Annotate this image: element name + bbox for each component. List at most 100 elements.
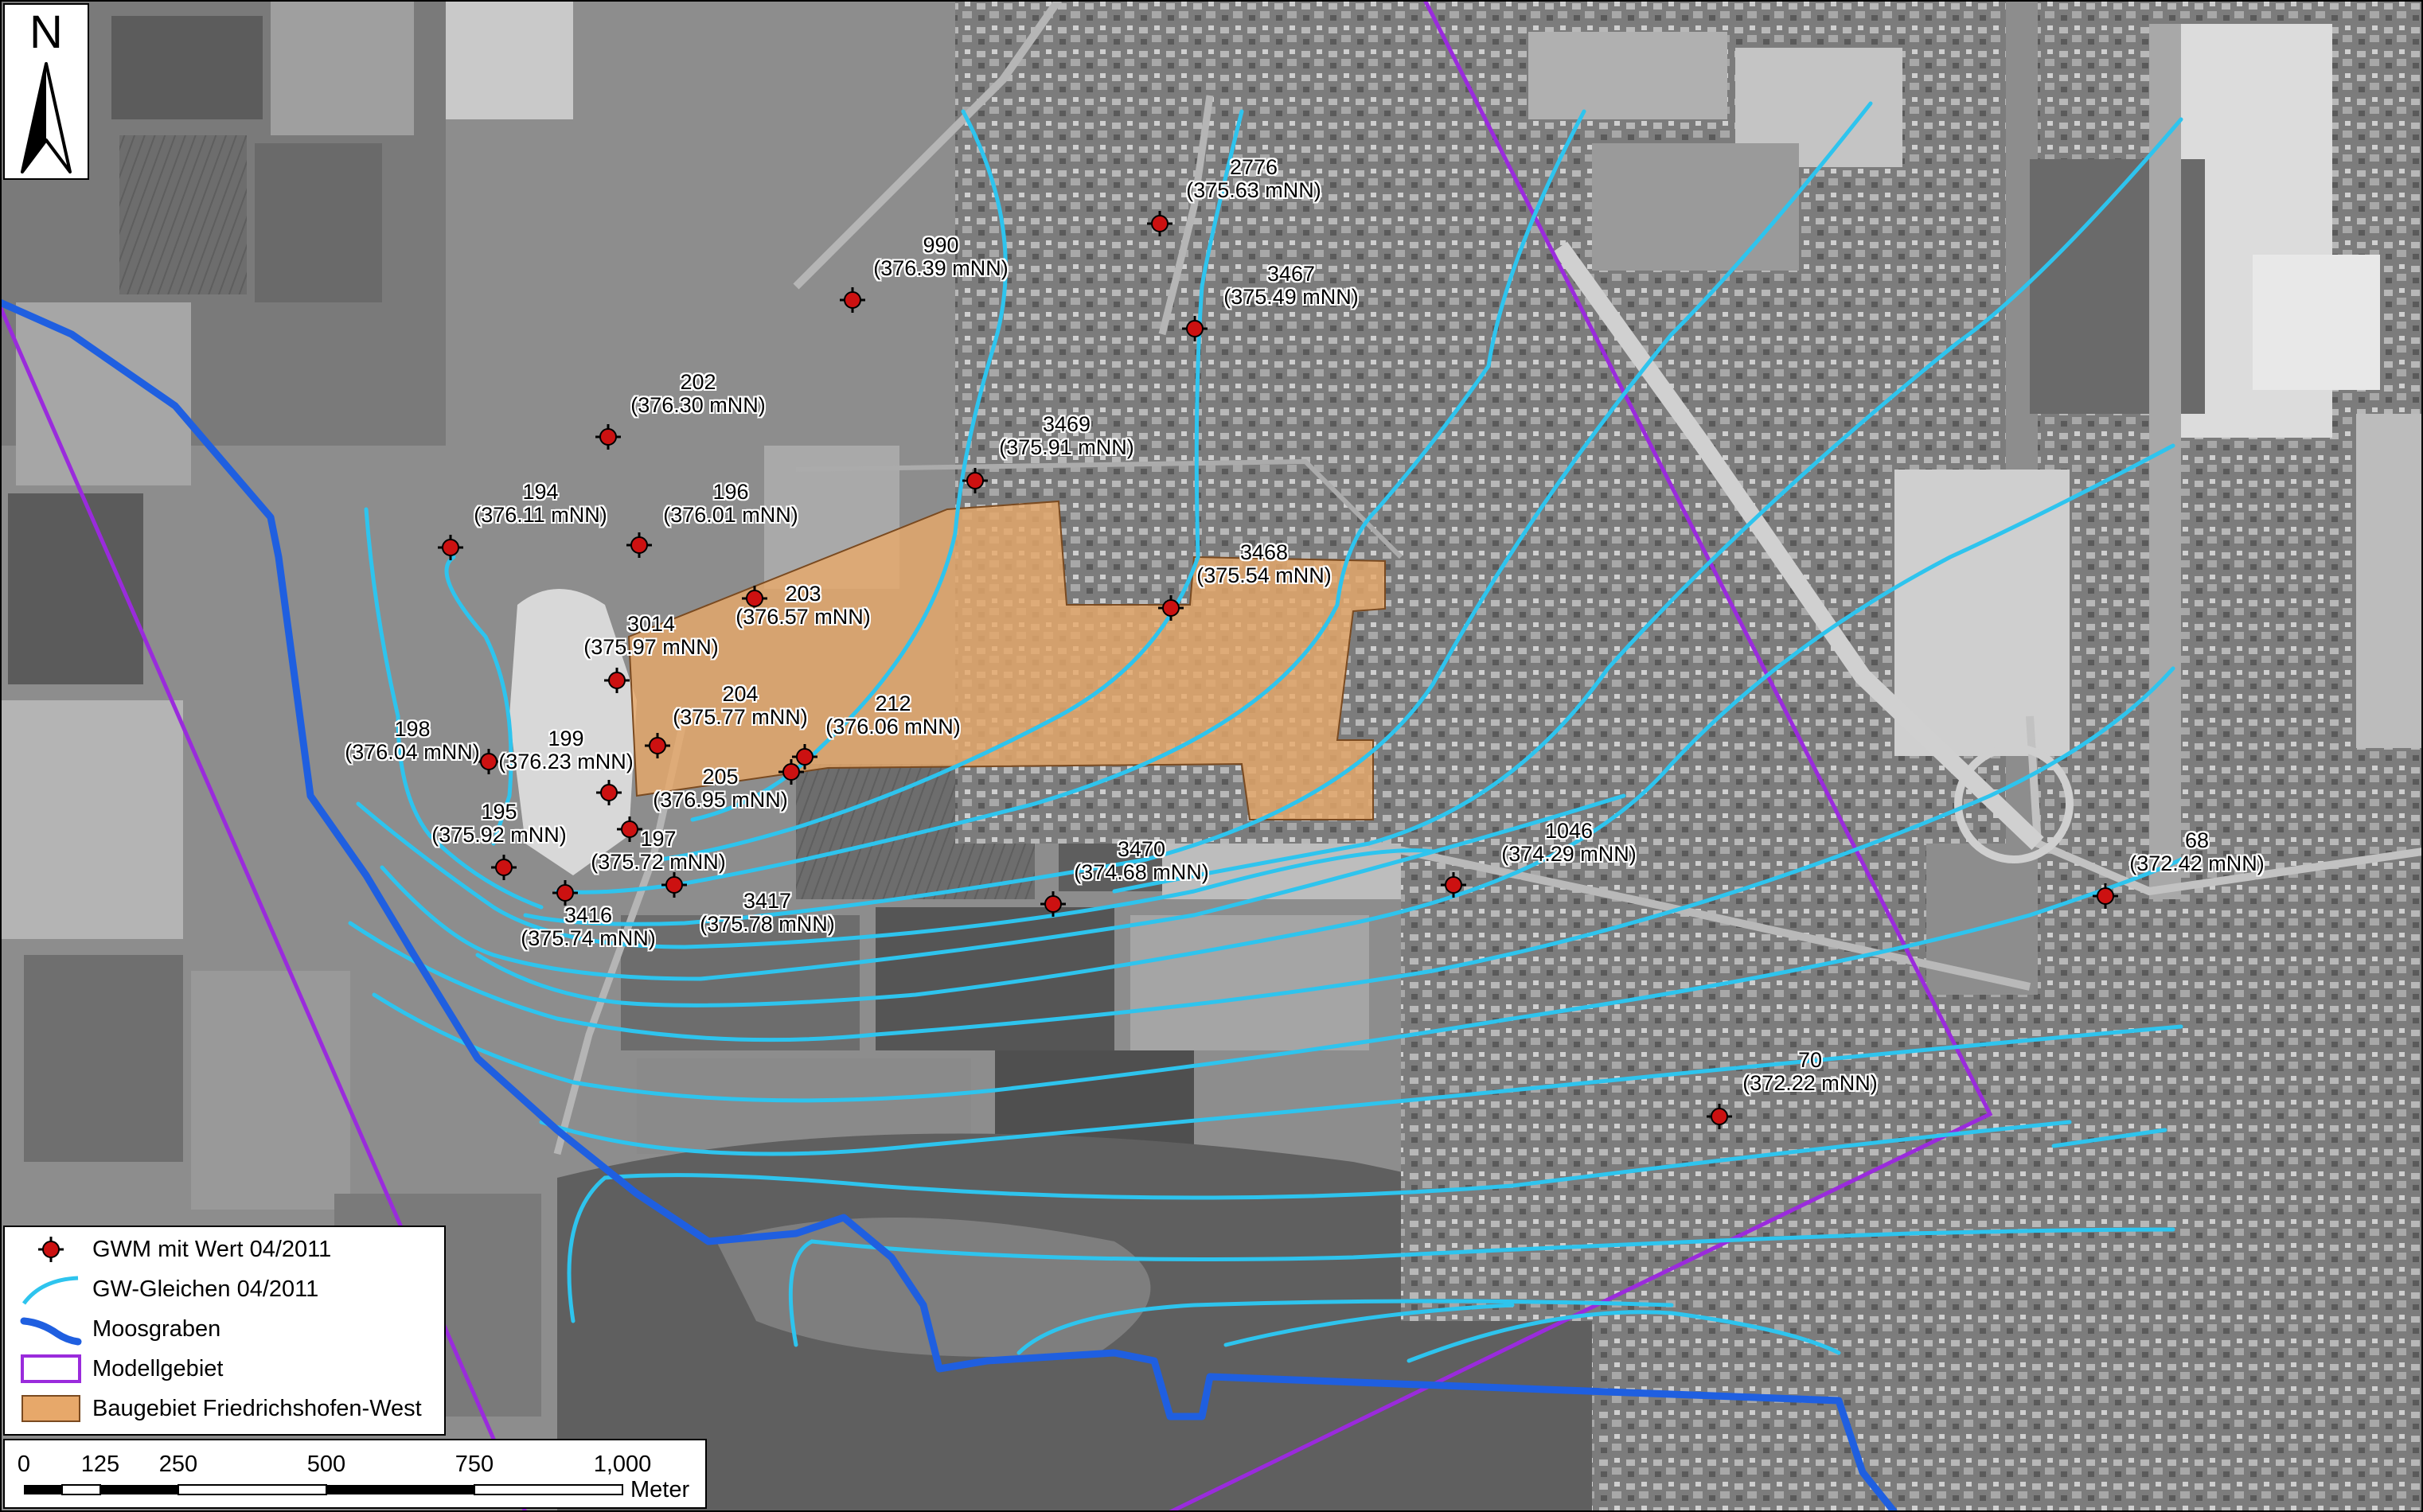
scale-bar: 0 125 250 500 750 1,000 Meter [3, 1439, 707, 1509]
contour-line-icon [21, 1276, 79, 1305]
well-id: 2776 [1229, 155, 1278, 179]
legend-item-construction: Baugebiet Friedrichshofen-West [5, 1389, 444, 1428]
well-marker-icon[interactable] [595, 424, 621, 450]
well-marker-icon[interactable] [792, 744, 817, 770]
well-value: (375.54 mNN) [1196, 563, 1332, 587]
well-marker-icon[interactable] [1182, 316, 1208, 341]
well-label: 3014(375.97 mNN) [583, 613, 719, 659]
well-marker-icon[interactable] [617, 816, 642, 842]
well-label: 205(376.95 mNN) [653, 766, 788, 812]
well-value: (375.92 mNN) [431, 823, 567, 847]
well-id: 205 [702, 765, 739, 789]
well-marker-icon[interactable] [661, 872, 687, 898]
well-value: (376.23 mNN) [498, 750, 634, 774]
well-label: 3416(375.74 mNN) [521, 904, 656, 950]
well-id: 198 [394, 717, 431, 741]
well-label: 3417(375.78 mNN) [700, 890, 835, 936]
scale-tick-1000: 1,000 [593, 1452, 652, 1477]
model-area-icon [21, 1354, 81, 1383]
construction-area-icon [21, 1395, 80, 1422]
well-value: (375.91 mNN) [999, 435, 1134, 459]
well-marker-icon[interactable] [742, 586, 767, 611]
legend-item-wells: GWM mit Wert 04/2011 [5, 1230, 444, 1268]
scale-tick-500: 500 [306, 1452, 346, 1477]
legend-item-model-area: Modellgebiet [5, 1350, 444, 1388]
well-label: 194(376.11 mNN) [474, 481, 607, 527]
well-label: 1046(374.29 mNN) [1501, 820, 1637, 866]
well-marker-icon[interactable] [476, 749, 501, 774]
well-value: (375.72 mNN) [591, 850, 726, 874]
well-marker-icon[interactable] [491, 855, 517, 880]
well-marker-icon[interactable] [1147, 211, 1172, 236]
scale-tick-250: 250 [158, 1452, 198, 1477]
well-label: 990(376.39 mNN) [873, 234, 1009, 280]
scale-unit: Meter [630, 1477, 690, 1502]
well-label: 2776(375.63 mNN) [1186, 156, 1321, 202]
well-value: (372.22 mNN) [1742, 1071, 1878, 1095]
well-label: 197(375.72 mNN) [591, 828, 726, 874]
well-marker-icon[interactable] [962, 468, 988, 493]
well-id: 3468 [1239, 540, 1289, 564]
well-id: 212 [875, 692, 911, 715]
well-value: (376.39 mNN) [873, 256, 1009, 280]
well-value: (376.95 mNN) [653, 788, 788, 812]
well-label: 70(372.22 mNN) [1742, 1049, 1878, 1095]
contour-lines [348, 101, 2183, 1363]
well-id: 199 [548, 727, 584, 750]
scale-tick-0: 0 [17, 1452, 31, 1477]
well-label: 202(376.30 mNN) [630, 371, 766, 417]
well-value: (375.78 mNN) [700, 912, 835, 936]
well-marker-icon[interactable] [1441, 872, 1466, 898]
well-marker-icon[interactable] [438, 535, 463, 560]
well-marker-icon [38, 1237, 64, 1262]
well-label: 196(376.01 mNN) [663, 481, 798, 527]
legend-label-construction: Baugebiet Friedrichshofen-West [92, 1396, 422, 1421]
well-id: 3467 [1266, 262, 1316, 286]
well-id: 3416 [564, 903, 613, 927]
well-id: 202 [680, 370, 716, 394]
well-value: (376.11 mNN) [474, 503, 607, 527]
stream-line-icon [20, 1317, 82, 1346]
well-value: (376.30 mNN) [630, 393, 766, 417]
well-label: 195(375.92 mNN) [431, 801, 567, 847]
well-marker-icon[interactable] [840, 287, 865, 313]
well-id: 3014 [626, 612, 676, 636]
well-value: (376.06 mNN) [825, 715, 961, 738]
well-label: 3469(375.91 mNN) [999, 413, 1134, 459]
well-id: 70 [1797, 1048, 1823, 1072]
legend-label-model-area: Modellgebiet [92, 1356, 224, 1381]
scale-tick-125: 125 [80, 1452, 120, 1477]
well-marker-icon[interactable] [1040, 891, 1066, 917]
well-label: 203(376.57 mNN) [735, 583, 871, 629]
well-marker-icon[interactable] [645, 733, 670, 758]
north-arrow: N [3, 3, 89, 180]
well-marker-icon[interactable] [778, 759, 804, 785]
legend-label-contours: GW-Gleichen 04/2011 [92, 1276, 319, 1302]
well-marker-icon[interactable] [2093, 883, 2118, 909]
well-label: 198(376.04 mNN) [345, 718, 480, 764]
well-marker-icon[interactable] [604, 668, 630, 693]
well-marker-icon[interactable] [1158, 595, 1184, 621]
well-label: 199(376.23 mNN) [498, 727, 634, 774]
well-id: 194 [522, 480, 559, 504]
legend: GWM mit Wert 04/2011 GW-Gleichen 04/2011… [3, 1226, 446, 1436]
well-marker-icon[interactable] [552, 880, 578, 906]
well-value: (372.42 mNN) [2129, 851, 2265, 875]
well-value: (375.49 mNN) [1223, 285, 1359, 309]
well-id: 68 [2184, 828, 2210, 852]
well-value: (375.63 mNN) [1186, 178, 1321, 202]
well-value: (376.01 mNN) [663, 503, 798, 527]
scale-tick-750: 750 [455, 1452, 494, 1477]
north-letter: N [29, 6, 63, 58]
well-id: 3417 [743, 889, 792, 913]
well-label: 3468(375.54 mNN) [1196, 541, 1332, 587]
well-value: (375.97 mNN) [583, 635, 719, 659]
well-marker-icon[interactable] [596, 780, 622, 805]
well-marker-icon[interactable] [1707, 1104, 1732, 1129]
well-id: 3469 [1042, 412, 1091, 436]
well-marker-icon[interactable] [626, 532, 652, 558]
moosgraben-stream [0, 298, 1898, 1512]
legend-label-stream: Moosgraben [92, 1316, 221, 1342]
